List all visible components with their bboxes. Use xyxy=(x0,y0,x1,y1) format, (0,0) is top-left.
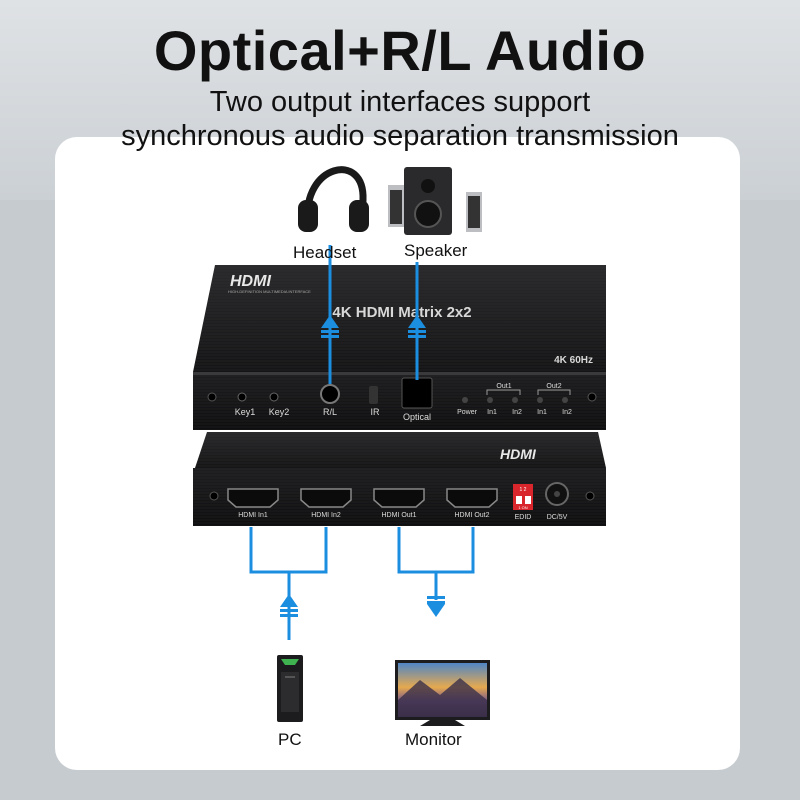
hdmi-port-in1 xyxy=(227,488,279,508)
back-brand-logo: HDMI xyxy=(500,446,537,462)
back-hdmi-in2-label: HDMI In2 xyxy=(311,512,341,519)
arrow-down-monitor-icon xyxy=(427,596,445,617)
back-hdmi-in1-label: HDMI In1 xyxy=(238,512,268,519)
front-model-label: 4K HDMI Matrix 2x2 xyxy=(332,304,471,321)
front-power-label: Power xyxy=(457,409,478,416)
arrow-up-pc-icon xyxy=(280,594,298,617)
flow-arrows xyxy=(280,315,445,617)
front-key2-label: Key2 xyxy=(269,407,290,417)
front-brand-logo: HDMI xyxy=(230,273,271,290)
front-rl-label: R/L xyxy=(323,407,337,417)
matrix-back-unit xyxy=(193,432,606,526)
input-bracket xyxy=(249,527,328,574)
back-dc-label: DC/5V xyxy=(547,514,568,521)
speaker-label: Speaker xyxy=(404,241,468,260)
arrow-up-headset-icon xyxy=(321,315,339,338)
page-title: Optical+R/L Audio xyxy=(153,19,647,82)
monitor-icon xyxy=(395,660,490,726)
front-out2-in1-label: In1 xyxy=(537,409,547,416)
front-out1-label: Out1 xyxy=(496,383,511,390)
front-out1-in2-label: In2 xyxy=(512,409,522,416)
front-resolution-label: 4K 60Hz xyxy=(554,355,593,366)
headset-icon xyxy=(298,166,369,232)
pc-label: PC xyxy=(278,730,302,749)
back-edid-label: EDID xyxy=(515,514,532,521)
front-out2-in2-label: In2 xyxy=(562,409,572,416)
back-dip-numbers: 1 2 xyxy=(520,487,527,493)
headset-label: Headset xyxy=(293,243,357,262)
front-out1-in1-label: In1 xyxy=(487,409,497,416)
hdmi-port-out2 xyxy=(446,488,498,508)
pc-tower-icon xyxy=(277,655,303,722)
front-key1-label: Key1 xyxy=(235,407,256,417)
hdmi-port-out1 xyxy=(373,488,425,508)
output-bracket xyxy=(397,527,475,574)
front-ir-label: IR xyxy=(371,407,381,417)
back-dip-on: 1 ON xyxy=(518,505,527,510)
subtitle-line-2: synchronous audio separation transmissio… xyxy=(121,120,679,152)
front-optical-label: Optical xyxy=(403,412,431,422)
arrow-up-speaker-icon xyxy=(408,315,426,338)
back-hdmi-out1-label: HDMI Out1 xyxy=(381,512,416,519)
matrix-front-unit xyxy=(193,265,606,430)
front-out2-label: Out2 xyxy=(546,383,561,390)
speaker-icon xyxy=(388,167,482,235)
front-brand-small: HIGH-DEFINITION MULTIMEDIA INTERFACE xyxy=(228,289,311,294)
back-hdmi-out2-label: HDMI Out2 xyxy=(454,512,489,519)
hdmi-port-in2 xyxy=(300,488,352,508)
subtitle-line-1: Two output interfaces support xyxy=(209,86,591,118)
monitor-label: Monitor xyxy=(405,730,462,749)
